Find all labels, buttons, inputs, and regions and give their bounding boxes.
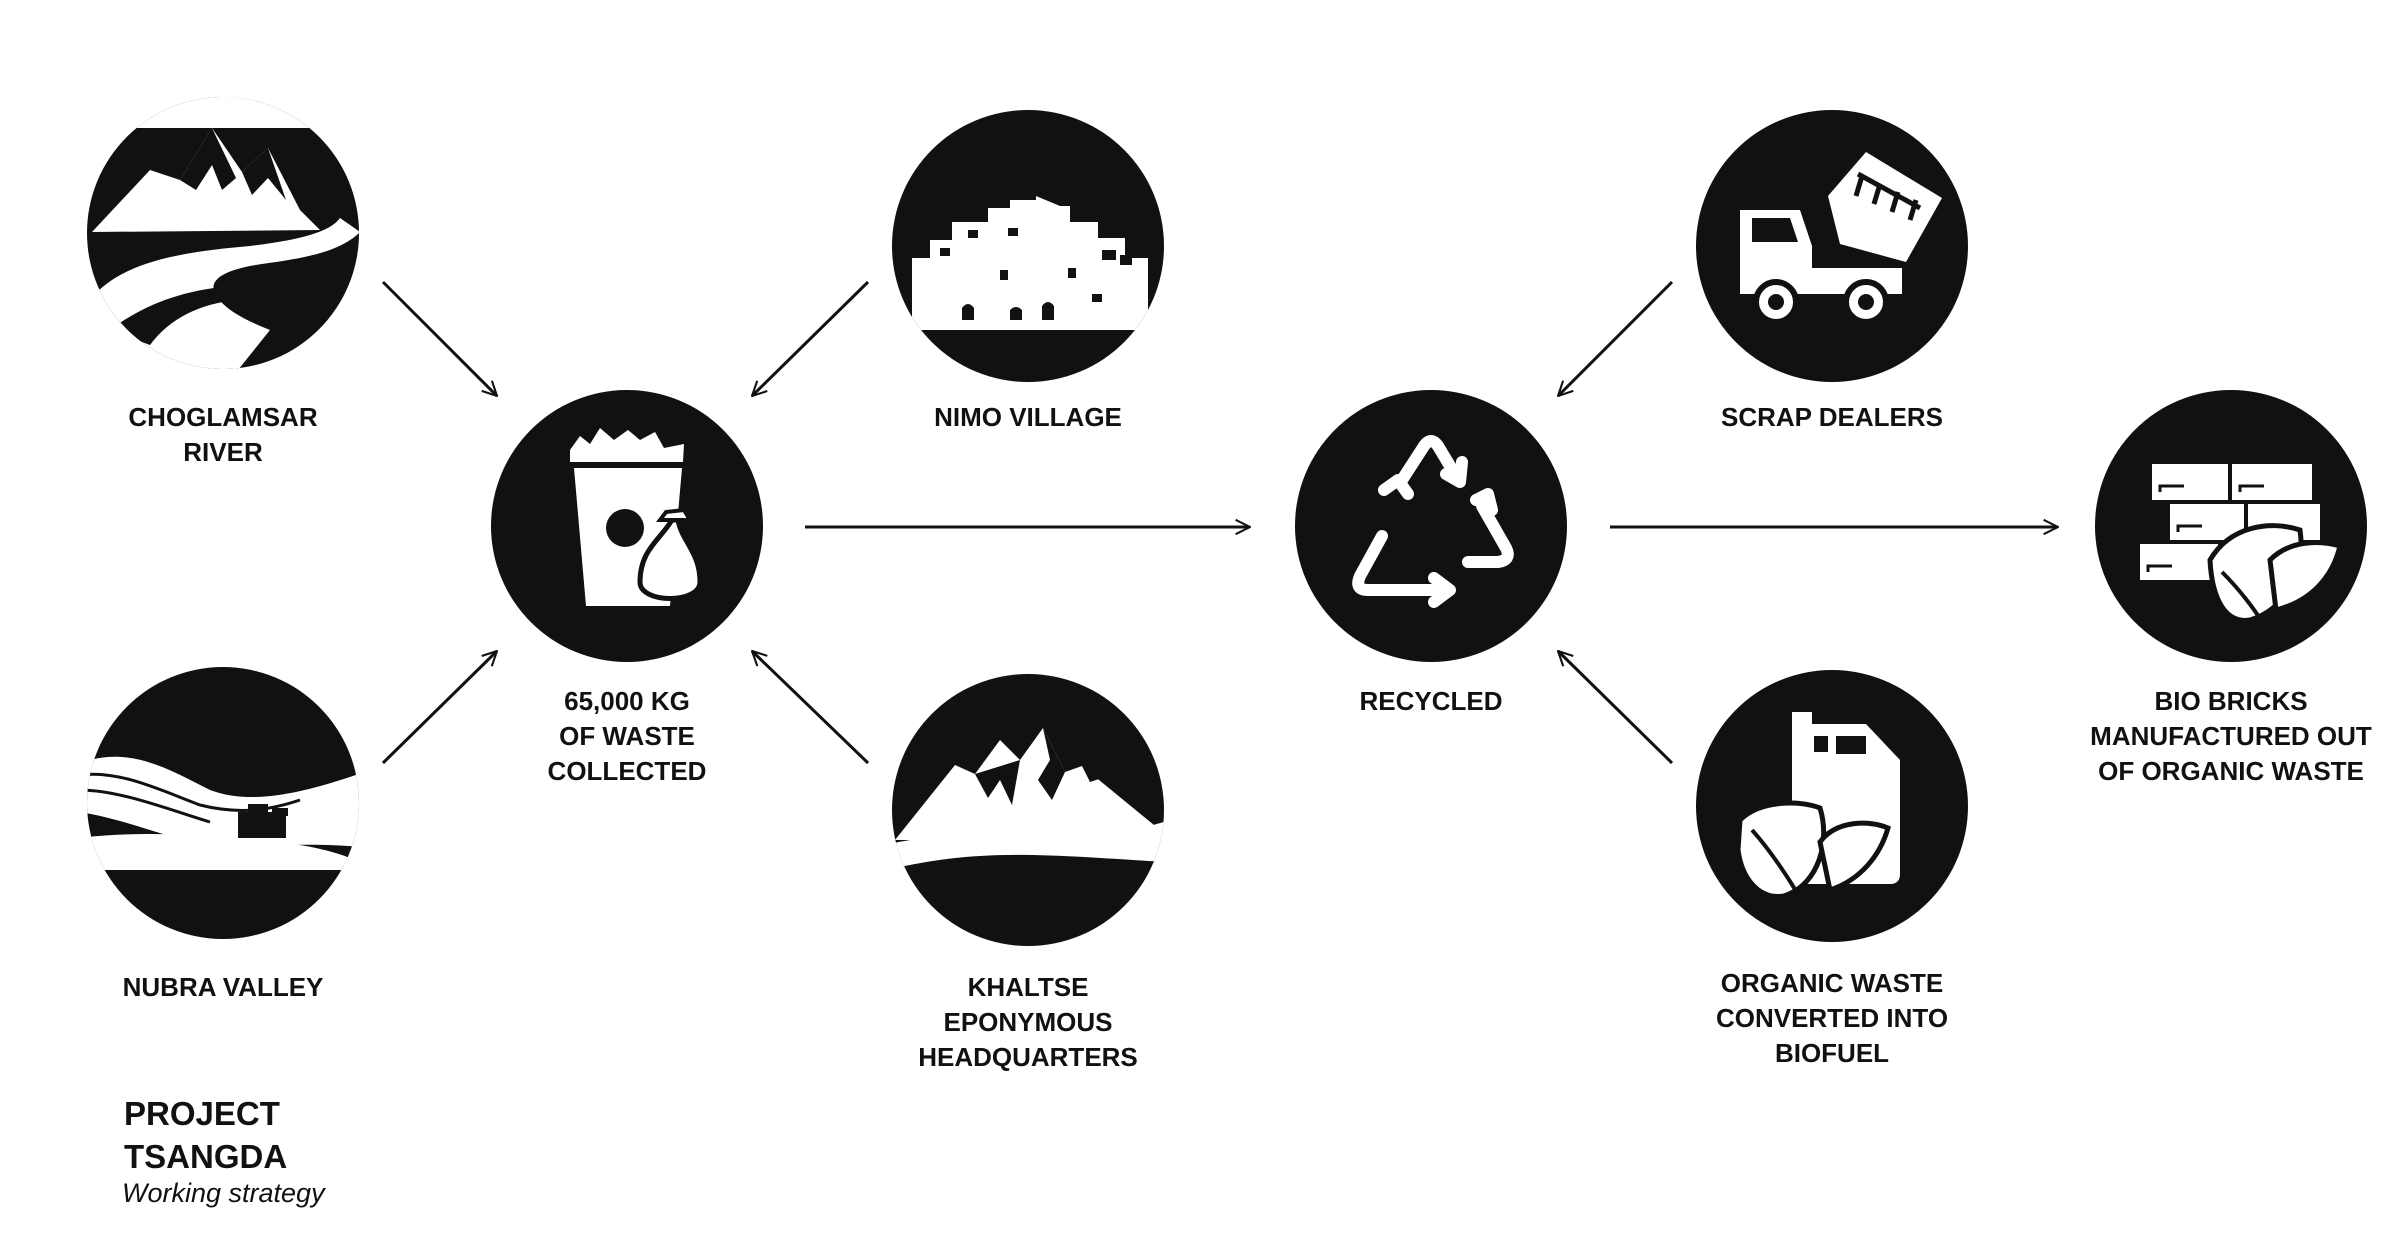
label-bio-bricks: BIO BRICKS MANUFACTURED OUT OF ORGANIC W… <box>2090 686 2372 786</box>
trash-bin-icon <box>491 390 763 662</box>
village-houses-icon <box>892 110 1164 382</box>
dump-truck-icon <box>1696 110 1968 382</box>
project-title: PROJECT TSANGDA <box>124 1095 288 1175</box>
label-khaltse-headquarters: KHALTSE EPONYMOUS HEADQUARTERS <box>918 972 1138 1072</box>
arrow-nimo-to-waste <box>752 280 870 396</box>
label-waste-collected: 65,000 KG OF WASTE COLLECTED <box>547 686 707 786</box>
label-choglamsar-river: CHOGLAMSAR RIVER <box>128 402 318 467</box>
label-scrap-dealers: SCRAP DEALERS <box>1720 402 1944 432</box>
label-organic-biofuel: ORGANIC WASTE CONVERTED INTO BIOFUEL <box>1715 968 1949 1068</box>
arrow-choglamsar-to-waste <box>381 280 497 396</box>
fuel-can-leaf-icon <box>1696 670 1968 942</box>
arrow-nubra-to-waste <box>381 651 497 765</box>
label-nubra-valley: NUBRA VALLEY <box>122 972 324 1002</box>
label-nimo-village: NIMO VILLAGE <box>934 402 1122 432</box>
arrow-khaltse-to-waste <box>752 651 870 765</box>
valley-landscape-icon <box>87 667 359 939</box>
mountain-river-icon <box>87 97 359 369</box>
recycle-icon <box>1295 390 1567 662</box>
arrow-scrap-to-recycled <box>1558 280 1674 396</box>
label-recycled: RECYCLED <box>1359 686 1503 716</box>
arrows <box>381 280 2058 765</box>
mountain-peak-icon <box>892 674 1164 946</box>
bricks-leaf-icon <box>2095 390 2367 662</box>
project-subtitle: Working strategy <box>122 1178 325 1208</box>
arrow-biofuel-to-recycled <box>1558 651 1674 765</box>
